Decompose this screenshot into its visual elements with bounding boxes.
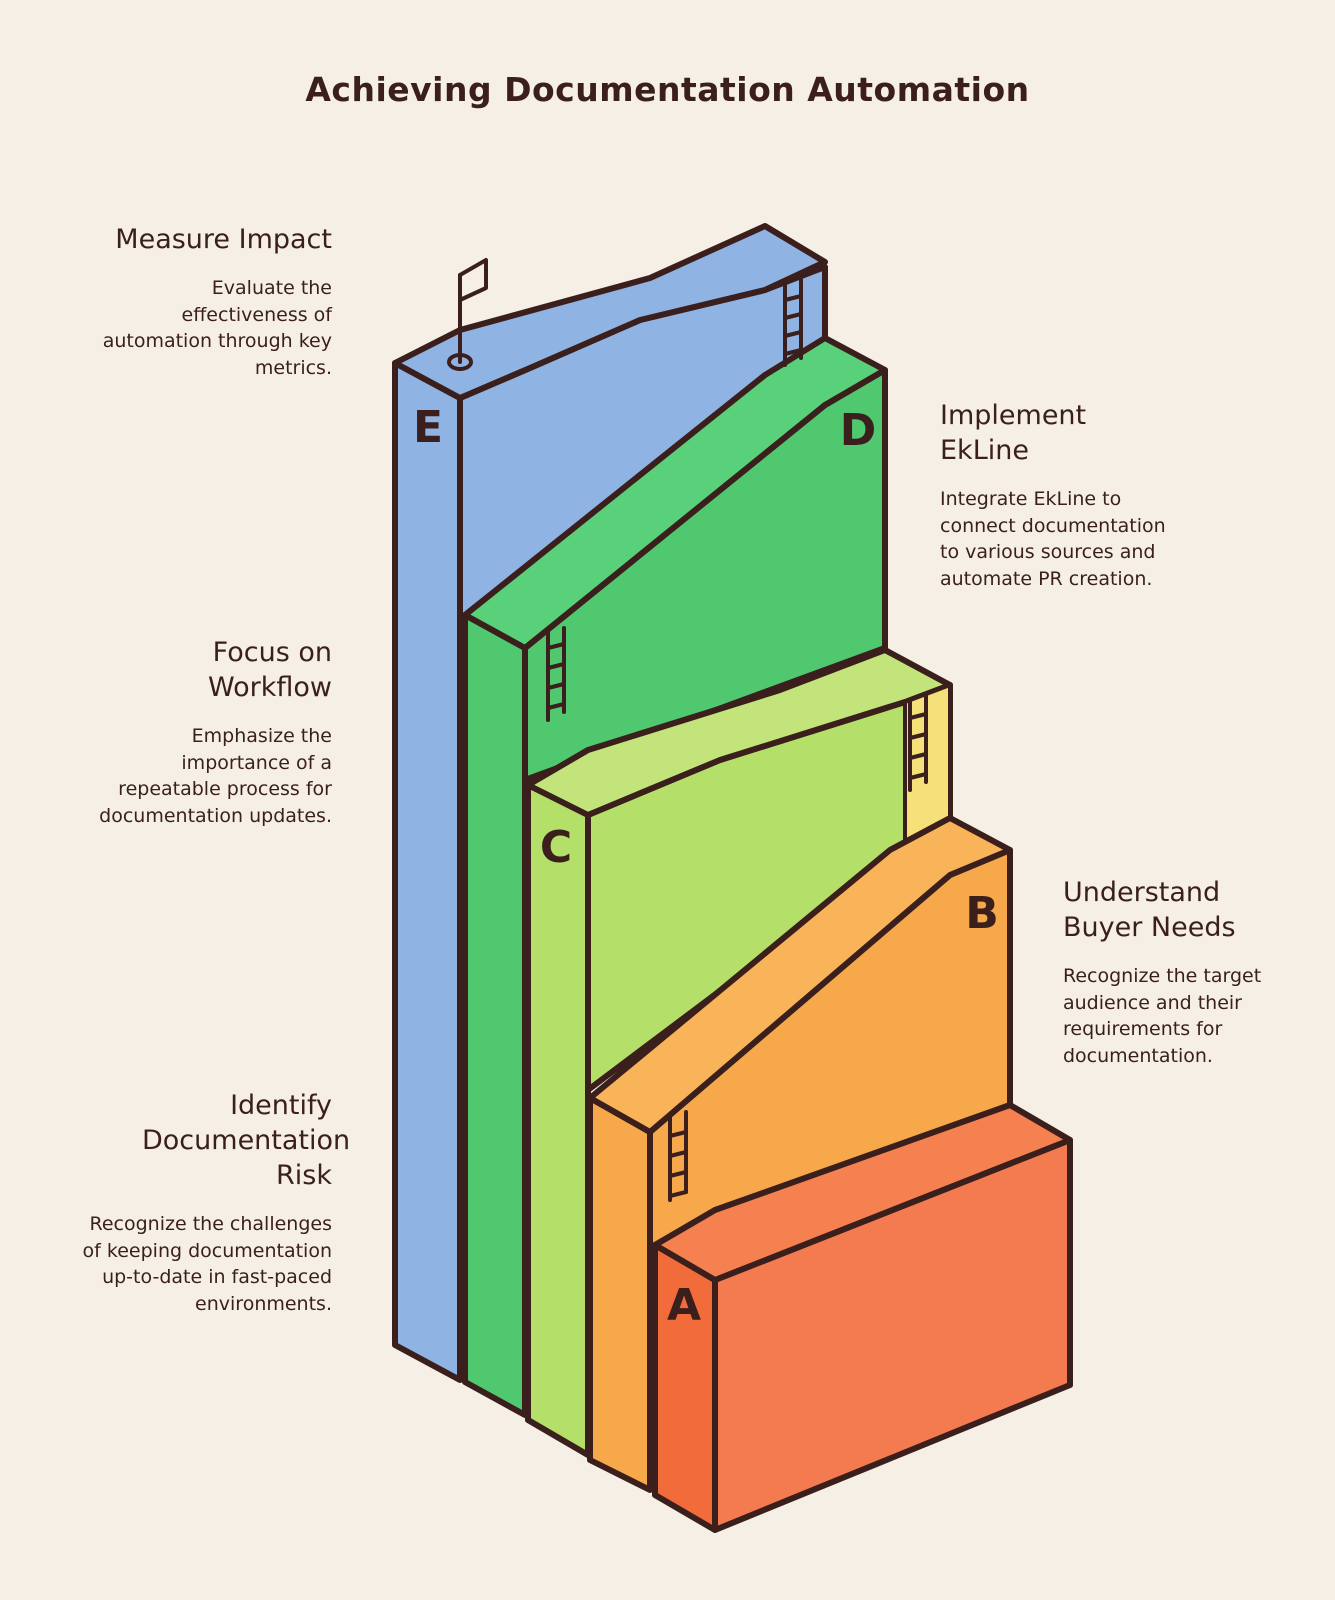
label-identify-documentation-risk: Identify Documentation Risk Recognize th… xyxy=(82,1088,351,1317)
step-letter-c: C xyxy=(540,822,572,873)
ladder-b xyxy=(668,1110,688,1202)
label-focus-on-workflow: Focus on Workflow Emphasize the importan… xyxy=(82,635,332,829)
ladder-c xyxy=(908,693,928,792)
step-letter-d: D xyxy=(840,405,877,456)
label-heading: Identify Documentation Risk xyxy=(142,1090,351,1191)
label-implement-ekline: Implement EkLine Integrate EkLine to con… xyxy=(940,398,1190,592)
label-heading: Measure Impact xyxy=(115,224,332,255)
label-description: Integrate EkLine to connect documentatio… xyxy=(940,488,1166,590)
flag-icon xyxy=(447,258,488,371)
label-description: Recognize the target audience and their … xyxy=(1063,965,1262,1067)
label-understand-buyer-needs: Understand Buyer Needs Recognize the tar… xyxy=(1063,875,1298,1069)
step-letter-a: A xyxy=(667,1280,701,1331)
step-letter-b: B xyxy=(965,888,999,939)
ladder-d xyxy=(546,626,566,722)
step-letter-e: E xyxy=(413,402,443,453)
label-description: Emphasize the importance of a repeatable… xyxy=(99,725,332,827)
step-b-block xyxy=(587,815,1013,1493)
step-a-block xyxy=(652,1102,1073,1533)
ladder-e xyxy=(783,278,803,367)
label-measure-impact: Measure Impact Evaluate the effectivenes… xyxy=(82,222,332,381)
label-heading: Understand Buyer Needs xyxy=(1063,877,1236,943)
label-description: Recognize the challenges of keeping docu… xyxy=(82,1213,332,1315)
page-title: Achieving Documentation Automation xyxy=(305,70,1030,109)
step-e-block xyxy=(392,223,828,1383)
label-heading: Implement EkLine xyxy=(940,400,1087,466)
step-d-block xyxy=(462,335,888,1418)
label-description: Evaluate the effectiveness of automation… xyxy=(102,277,332,379)
label-heading: Focus on Workflow xyxy=(208,637,332,703)
